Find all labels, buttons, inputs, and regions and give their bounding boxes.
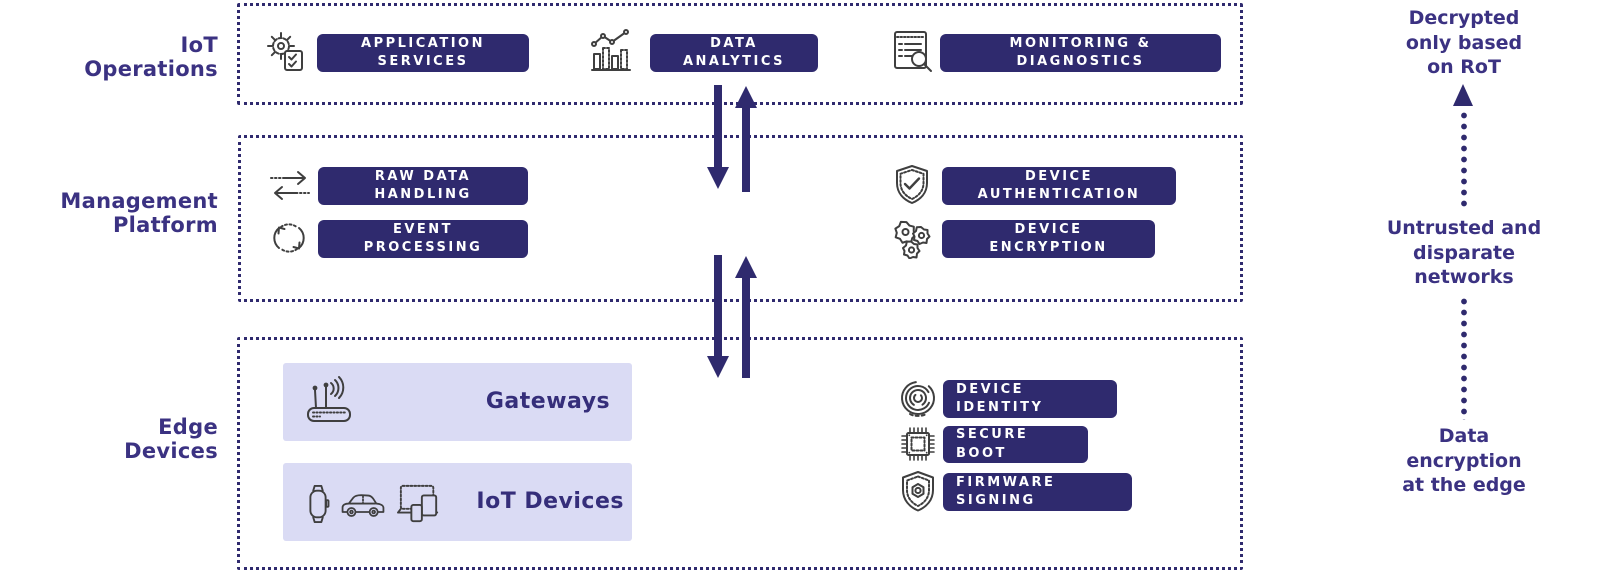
down-arrow-1-head <box>707 167 729 189</box>
device-identity-button: DEVICE IDENTITY <box>943 380 1117 418</box>
data-encryption-note: Data encryption at the edge <box>1402 425 1526 497</box>
dotted-arrow-upper-segment <box>1461 110 1467 210</box>
down-arrow-1-shaft <box>714 85 722 167</box>
chip-icon <box>898 424 938 464</box>
event-processing-button: EVENT PROCESSING <box>318 220 528 258</box>
gateways-panel: Gateways <box>283 363 632 441</box>
iot-devices-label: IoT Devices <box>476 489 624 514</box>
iot-devices-panel: IoT Devices <box>283 463 632 541</box>
untrusted-networks-label: Untrusted and disparate networks <box>1386 216 1542 289</box>
cycle-arrows-icon <box>269 218 309 258</box>
devices-icon <box>395 483 443 525</box>
up-arrow-1-head <box>735 86 757 108</box>
application-services-button: APPLICATION SERVICES <box>317 34 529 72</box>
smartwatch-icon <box>305 484 331 524</box>
up-arrow-1-shaft <box>742 107 750 192</box>
untrusted-networks-box: Untrusted and disparate networks <box>1350 210 1578 296</box>
dotted-arrow-head <box>1453 84 1473 106</box>
down-arrow-2-head <box>707 356 729 378</box>
raw-data-handling-button: RAW DATA HANDLING <box>318 167 528 205</box>
device-encryption-button: DEVICE ENCRYPTION <box>942 220 1155 258</box>
layer-label-edge-devices: Edge Devices <box>124 415 218 463</box>
shield-gear-icon <box>897 470 939 514</box>
down-arrow-2-shaft <box>714 255 722 356</box>
bar-chart-trend-icon <box>590 29 634 73</box>
secure-boot-button: SECURE BOOT <box>943 426 1088 463</box>
router-icon <box>303 374 359 430</box>
monitoring-diagnostics-button: MONITORING & DIAGNOSTICS <box>940 34 1221 72</box>
fingerprint-icon <box>897 377 939 421</box>
firmware-signing-button: FIRMWARE SIGNING <box>943 473 1132 511</box>
gears-icon <box>892 219 932 259</box>
car-icon <box>339 488 387 520</box>
device-authentication-button: DEVICE AUTHENTICATION <box>942 167 1176 205</box>
decrypted-rot-note: Decrypted only based on RoT <box>1405 7 1523 79</box>
dotted-arrow-lower-segment <box>1461 296 1467 420</box>
gear-checklist-icon <box>262 28 310 76</box>
gateways-label: Gateways <box>485 389 611 414</box>
exchange-arrows-icon <box>267 166 313 204</box>
up-arrow-2-shaft <box>742 277 750 378</box>
shield-check-icon <box>892 164 932 206</box>
data-analytics-button: DATA ANALYTICS <box>650 34 818 72</box>
up-arrow-2-head <box>735 256 757 278</box>
layer-label-iot-operations: IoT Operations <box>84 33 218 81</box>
layer-label-management-platform: Management Platform <box>60 189 218 237</box>
report-magnifier-icon <box>890 29 934 73</box>
